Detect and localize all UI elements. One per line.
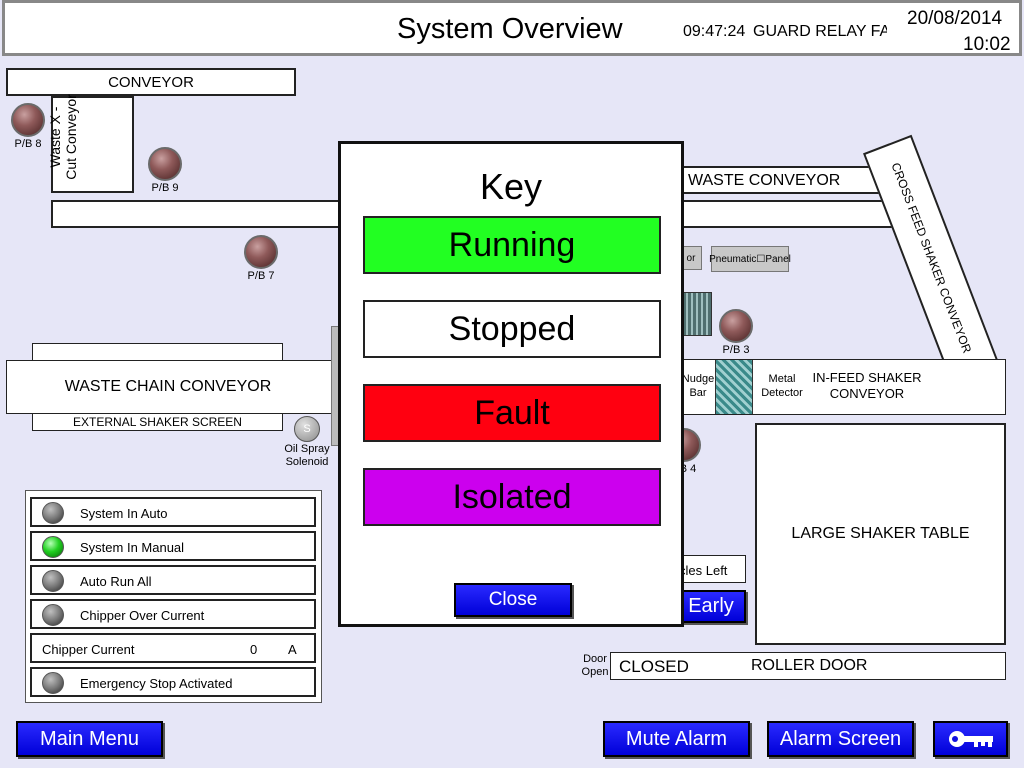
infeed-label-line2: CONVEYOR [829,386,905,401]
auto-run-all-lamp [42,570,64,592]
main-menu-button[interactable]: Main Menu [16,721,163,757]
cross-feed-shaker-conveyor[interactable]: CROSS FEED SHAKER CONVEYOR [863,134,999,382]
cycles-left-label: cles Left [679,563,728,578]
long-conveyor-upper[interactable] [51,200,351,228]
pb7-lamp[interactable] [244,235,278,269]
status-panel: System In Auto System In Manual Auto Run… [25,490,322,703]
key-dialog: Key Running Stopped Fault Isolated Close [338,141,684,627]
system-manual-lamp [42,536,64,558]
key-fault: Fault [363,384,661,442]
pb3-label: P/B 3 [722,344,750,356]
alarm-time: 09:47:24 [683,23,746,40]
door-state: CLOSED [619,657,689,676]
cross-feed-label: CROSS FEED SHAKER CONVEYOR [888,160,974,356]
mute-alarm-button[interactable]: Mute Alarm [603,721,750,757]
nudge-bar-grille [715,360,753,414]
waste-chain-label: WASTE CHAIN CONVEYOR [64,378,272,395]
infeed-label-line1: IN-FEED SHAKER [812,370,922,385]
key-running: Running [363,216,661,274]
emergency-stop-label: Emergency Stop Activated [80,676,233,691]
key-isolated: Isolated [363,468,661,526]
key-stopped: Stopped [363,300,661,358]
pb8-lamp[interactable] [11,103,45,137]
chipper-over-current-label: Chipper Over Current [80,608,205,623]
waste-x-cut-conveyor[interactable]: Waste X - Cut Conveyor [47,94,134,193]
alarm-screen-button[interactable]: Alarm Screen [767,721,914,757]
metal-detector-line2: Detector [761,387,803,399]
oil-spray-line2: Solenoid [285,456,329,468]
status-auto-run-all[interactable]: Auto Run All [30,565,316,595]
waste-conveyor-label: WASTE CONVEYOR [688,172,841,189]
long-conveyor-upper-right[interactable] [676,200,906,228]
status-emergency-stop: Emergency Stop Activated [30,667,316,697]
nudge-bar-line2: Bar [689,387,707,399]
external-shaker-label: EXTERNAL SHAKER SCREEN [33,413,282,429]
system-auto-lamp [42,502,64,524]
chipper-over-current-lamp [42,604,64,626]
system-auto-label: System In Auto [80,506,168,521]
status-chipper-current: Chipper Current 0 A [30,633,316,663]
alarm-banner-text: GUARD RELAY FA [753,23,887,40]
pneumatic-panel[interactable]: Pneumatic☐Panel [709,246,791,272]
key-dialog-title: Key [479,166,543,207]
pb7-label: P/B 7 [247,270,275,282]
pb9-lamp[interactable] [148,147,182,181]
cycles-left-display: cles Left [676,555,746,583]
status-chipper-over-current: Chipper Over Current [30,599,316,629]
large-shaker-table[interactable]: LARGE SHAKER TABLE [755,423,1006,645]
roller-door-label: ROLLER DOOR [751,657,868,674]
time-display: 10:02 [963,34,1011,55]
auto-run-all-label: Auto Run All [80,574,152,589]
key-button[interactable] [933,721,1008,757]
chipper-current-label: Chipper Current [42,642,135,657]
chipper-current-value: 0 [250,642,258,657]
key-icon [948,731,993,747]
oil-spray-line1: Oil Spray [284,443,330,455]
pb3-lamp[interactable] [719,309,753,343]
pb9-label: P/B 9 [151,182,179,194]
waste-x-label-line2: Cut Conveyor [63,94,79,180]
system-manual-label: System In Manual [80,540,185,555]
waste-x-label-line1: Waste X - [47,106,63,168]
close-button[interactable]: Close [454,583,572,617]
early-button[interactable]: Early [676,590,746,623]
infeed-shaker-conveyor[interactable]: Nudge Bar Metal Detector IN-FEED SHAKER … [676,359,1006,415]
page-title: System Overview [397,13,623,45]
header-bar: System Overview 09:47:24 GUARD RELAY FA … [2,0,1022,56]
chipper-current-unit: A [288,642,297,657]
guard-grille [682,292,712,336]
metal-detector-line1: Metal [768,373,796,385]
pb8-label: P/B 8 [14,138,42,150]
date-display: 20/08/2014 [907,8,1003,29]
door-open-line2: Open [581,666,609,678]
door-open-line1: Door [583,653,607,665]
waste-chain-conveyor[interactable]: WASTE CHAIN CONVEYOR [6,360,340,414]
status-system-manual: System In Manual [30,531,316,561]
emergency-stop-lamp [42,672,64,694]
nudge-bar-line1: Nudge [681,373,715,385]
roller-door[interactable]: CLOSED ROLLER DOOR [610,652,1006,680]
status-system-auto: System In Auto [30,497,316,527]
large-shaker-label: LARGE SHAKER TABLE [791,525,970,542]
oil-spray-solenoid-icon[interactable]: S [294,416,320,442]
conveyor-label[interactable]: CONVEYOR [6,68,296,96]
